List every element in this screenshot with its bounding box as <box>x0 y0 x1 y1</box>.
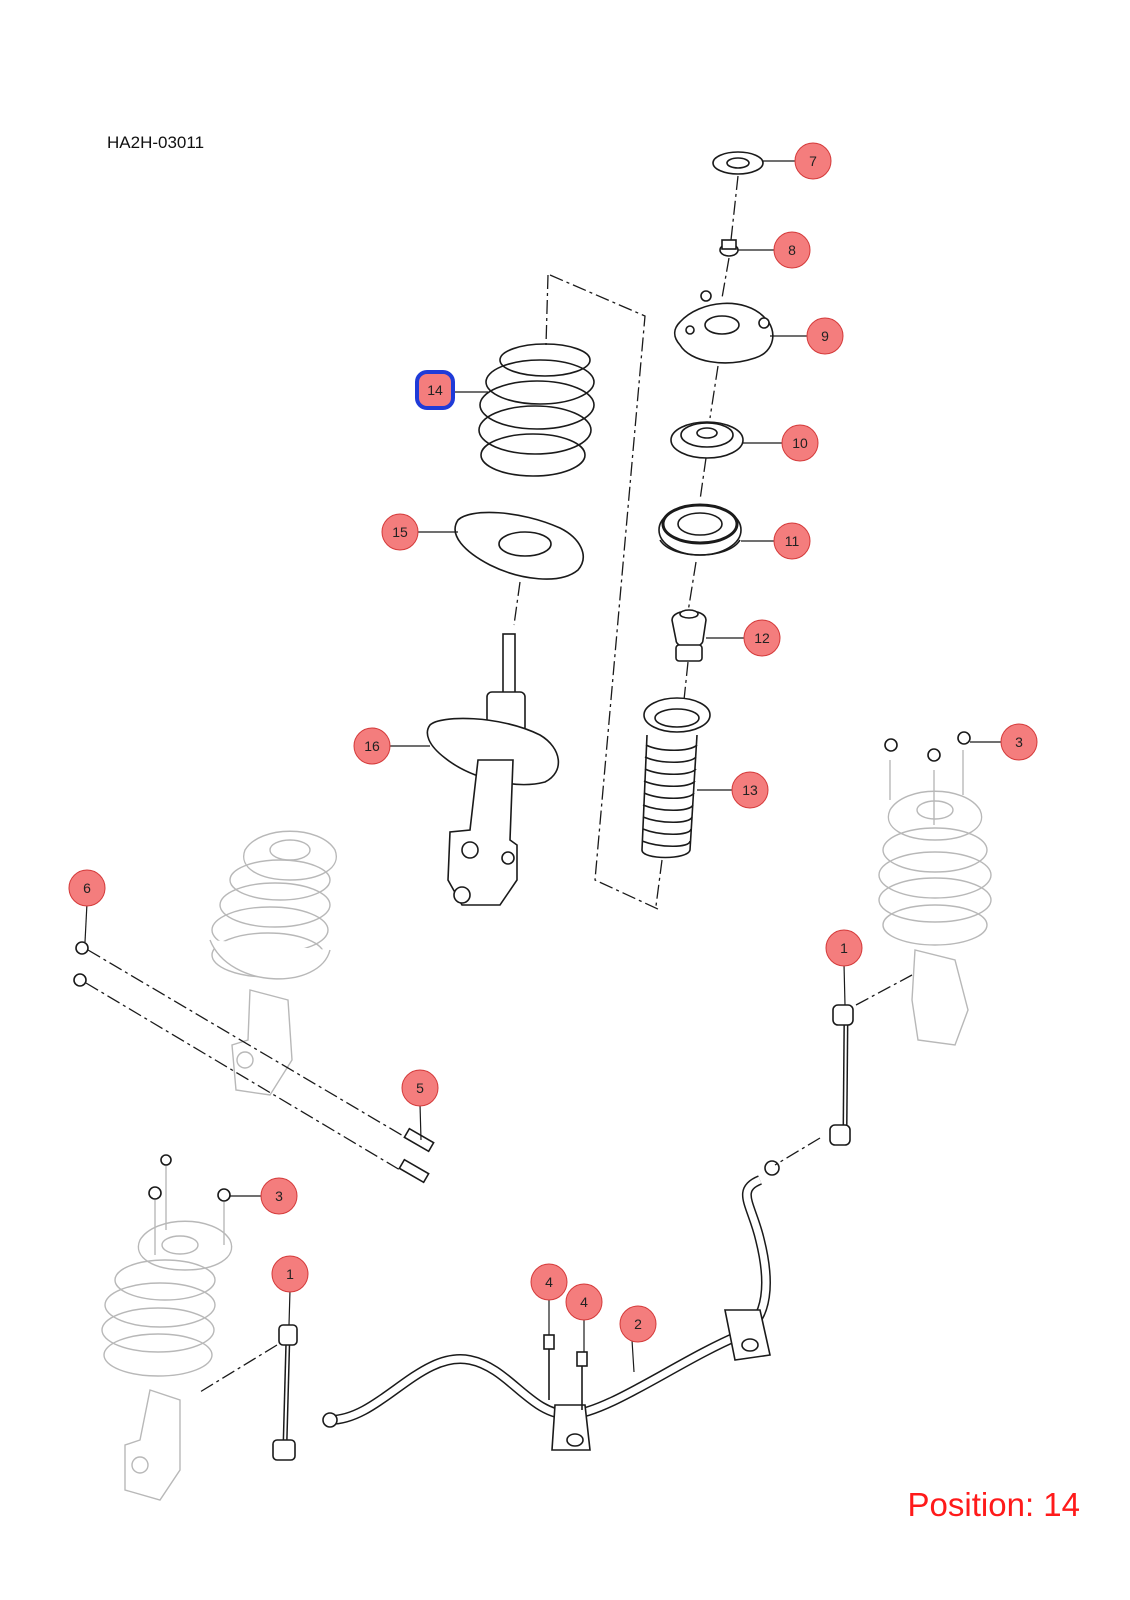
callout-c1a[interactable]: 1 <box>825 929 863 967</box>
callout-c16[interactable]: 16 <box>353 727 391 765</box>
callout-c5[interactable]: 5 <box>401 1069 439 1107</box>
callout-number: 6 <box>83 880 91 896</box>
callout-c6[interactable]: 6 <box>68 869 106 907</box>
callout-number: 1 <box>286 1266 294 1282</box>
callout-marker <box>781 424 819 462</box>
callout-marker <box>401 1069 439 1107</box>
callout-marker <box>773 231 811 269</box>
callout-c15[interactable]: 15 <box>381 513 419 551</box>
callout-number: 16 <box>364 738 380 754</box>
stabilizer-links <box>199 974 913 1461</box>
callout-c1b[interactable]: 1 <box>271 1255 309 1293</box>
bearing-plate <box>670 421 744 501</box>
callout-number: 4 <box>580 1294 588 1310</box>
stabilizer-bar <box>322 1160 780 1451</box>
callout-number: 9 <box>821 328 829 344</box>
callout-marker <box>353 727 391 765</box>
upper-washer <box>712 151 764 241</box>
callout-marker <box>619 1305 657 1343</box>
callout-marker <box>825 929 863 967</box>
callout-number: 3 <box>275 1188 283 1204</box>
callout-marker <box>1000 723 1038 761</box>
callout-number: 13 <box>742 782 758 798</box>
callout-number: 2 <box>634 1316 642 1332</box>
callout-number: 5 <box>416 1080 424 1096</box>
callout-c3b[interactable]: 3 <box>260 1177 298 1215</box>
callout-number: 15 <box>392 524 408 540</box>
callout-c13[interactable]: 13 <box>731 771 769 809</box>
diagram-code: HA2H-03011 <box>107 133 205 152</box>
callout-marker <box>773 522 811 560</box>
bump-stop <box>671 609 707 701</box>
callout-c2[interactable]: 2 <box>619 1305 657 1343</box>
callout-number: 4 <box>545 1274 553 1290</box>
callout-c14[interactable]: 14 <box>415 370 455 410</box>
callout-number: 12 <box>754 630 770 646</box>
callout-marker <box>743 619 781 657</box>
spring-insulator <box>454 511 584 626</box>
strut-assembly <box>426 633 560 906</box>
callout-number: 7 <box>809 153 817 169</box>
callout-marker <box>565 1283 603 1321</box>
position-label: Position: 14 <box>907 1486 1080 1523</box>
strut-bearing <box>658 503 742 613</box>
ghost-strut-left <box>209 830 337 1096</box>
callout-number: 10 <box>792 435 808 451</box>
callout-c10[interactable]: 10 <box>781 424 819 462</box>
callout-c12[interactable]: 12 <box>743 619 781 657</box>
leader-lines <box>84 160 1003 1373</box>
selected-callout-marker <box>415 370 455 410</box>
callout-c3a[interactable]: 3 <box>1000 723 1038 761</box>
ghost-strut-right <box>878 732 992 1046</box>
coil-spring <box>478 274 595 477</box>
assembly-frame <box>549 274 661 911</box>
callout-marker <box>731 771 769 809</box>
callout-number: 3 <box>1015 734 1023 750</box>
callout-c4b[interactable]: 4 <box>565 1283 603 1321</box>
callout-marker <box>381 513 419 551</box>
callout-marker <box>806 317 844 355</box>
callout-number: 1 <box>840 940 848 956</box>
dust-boot <box>641 697 711 907</box>
callout-number: 11 <box>785 533 800 549</box>
callout-c8[interactable]: 8 <box>773 231 811 269</box>
callout-number: 8 <box>788 242 796 258</box>
callout-marker <box>794 142 832 180</box>
top-nut <box>719 239 739 299</box>
fasteners <box>73 731 971 1255</box>
callout-marker <box>271 1255 309 1293</box>
callout-number: 14 <box>427 382 443 398</box>
callout-c4a[interactable]: 4 <box>530 1263 568 1301</box>
callout-c9[interactable]: 9 <box>806 317 844 355</box>
callout-marker <box>68 869 106 907</box>
ghost-strut-bottom-left <box>101 1220 233 1501</box>
callout-marker <box>530 1263 568 1301</box>
callout-c11[interactable]: 11 <box>773 522 811 560</box>
callout-marker <box>260 1177 298 1215</box>
strut-mount <box>673 290 774 419</box>
callout-c7[interactable]: 7 <box>794 142 832 180</box>
